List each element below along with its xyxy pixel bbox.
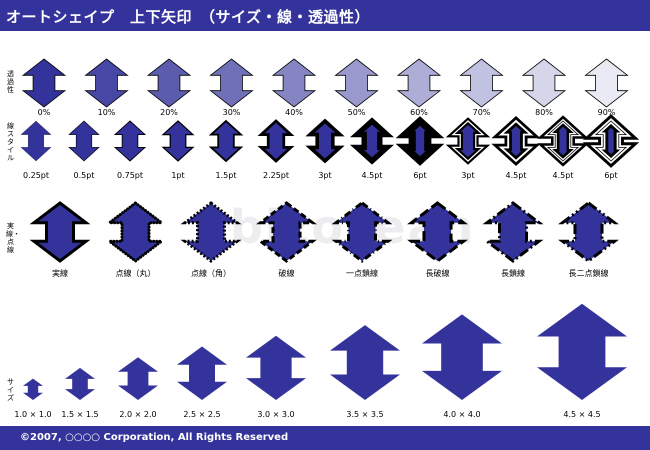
- transparency-arrow: [396, 58, 442, 108]
- transparency-arrow: [334, 58, 379, 108]
- dash-style-caption: 一点鎖線: [346, 269, 378, 278]
- transparency-caption: 30%: [222, 108, 241, 117]
- size-caption: 4.0 × 4.0: [443, 410, 481, 419]
- dash-style-arrow: [256, 201, 317, 263]
- size-arrow: [65, 367, 95, 400]
- line-style-caption: 4.5pt: [552, 171, 574, 180]
- dash-style-arrow: [29, 201, 91, 263]
- size-arrow: [177, 346, 227, 400]
- line-style-arrow-inner: [498, 119, 534, 163]
- dash-style-caption: 長鎖線: [501, 269, 525, 278]
- size-arrow: [537, 303, 627, 400]
- line-style-caption: 4.5pt: [505, 171, 527, 180]
- line-style-caption: 0.75pt: [116, 171, 144, 180]
- page-title: オートシェイプ 上下矢印 （サイズ・線・透過性）: [6, 8, 371, 26]
- line-style-arrow: [68, 120, 100, 162]
- line-style-arrow-core: [546, 120, 580, 162]
- copyright-text: ©2007, ○○○○ Corporation, All Rights Rese…: [20, 432, 289, 443]
- dash-style-caption: 破線: [278, 269, 295, 278]
- line-style-arrow: [208, 119, 244, 163]
- size-caption: 2.5 × 2.5: [183, 410, 221, 419]
- transparency-arrow: [521, 58, 567, 108]
- size-caption: 3.0 × 3.0: [257, 410, 295, 419]
- row-label-dash: 実線・点線: [6, 222, 20, 254]
- line-style-arrow: [257, 119, 295, 163]
- transparency-caption: 60%: [410, 108, 428, 117]
- size-caption: 1.0 × 1.0: [14, 410, 52, 419]
- transparency-arrow: [84, 58, 129, 108]
- transparency-arrow: [584, 58, 629, 108]
- dash-style-caption: 点線（角）: [191, 269, 231, 278]
- transparency-arrow: [21, 58, 67, 108]
- line-style-arrow: [305, 118, 345, 164]
- dash-style-caption: 長二点鎖線: [568, 269, 609, 278]
- row-label-size: サイズ: [7, 378, 14, 402]
- size-caption: 4.5 × 4.5: [563, 410, 601, 419]
- line-style-arrow: [491, 116, 541, 166]
- line-style-caption: 0.25pt: [22, 171, 50, 180]
- size-arrow: [118, 357, 158, 400]
- line-style-arrow: [161, 120, 195, 162]
- row-label-transparency: 透過性: [7, 70, 14, 94]
- dash-style-caption: 実線: [52, 269, 68, 278]
- line-style-caption: 4.5pt: [361, 171, 383, 180]
- line-style-arrow-core: [594, 120, 628, 162]
- size-caption: 2.0 × 2.0: [119, 410, 157, 419]
- dash-style-arrow: [407, 201, 468, 263]
- line-style-arrow-inner: [451, 120, 485, 162]
- line-style-arrow: [445, 117, 491, 165]
- size-arrow: [246, 335, 306, 400]
- dash-style-arrow: [180, 201, 242, 263]
- line-style-caption: 6pt: [604, 171, 618, 180]
- size-arrow: [422, 314, 502, 400]
- dash-style-arrow: [482, 201, 544, 263]
- dash-style-arrow: [331, 201, 393, 263]
- line-style-caption: 0.5pt: [73, 171, 95, 180]
- footer-bar: ©2007, ○○○○ Corporation, All Rights Rese…: [0, 426, 650, 450]
- line-style-arrow: [20, 120, 52, 162]
- line-style-arrow: [582, 114, 640, 168]
- line-style-arrow: [113, 120, 147, 162]
- line-style-arrow: [537, 115, 589, 167]
- size-caption: 3.5 × 3.5: [346, 410, 384, 419]
- transparency-caption: 0%: [37, 108, 51, 117]
- line-style-caption: 1.5pt: [215, 171, 237, 180]
- line-style-caption: 2.25pt: [262, 171, 290, 180]
- dash-style-caption: 長破線: [425, 269, 450, 278]
- transparency-arrow: [209, 58, 254, 108]
- dash-style-arrow: [558, 201, 619, 263]
- line-style-arrow: [395, 116, 445, 166]
- transparency-caption: 70%: [472, 108, 491, 117]
- dash-style-arrow: [105, 201, 166, 263]
- line-style-caption: 1pt: [171, 171, 185, 180]
- transparency-caption: 10%: [97, 108, 116, 117]
- line-style-arrow: [350, 117, 394, 165]
- transparency-caption: 50%: [347, 108, 366, 117]
- transparency-arrow: [146, 58, 192, 108]
- size-caption: 1.5 × 1.5: [61, 410, 99, 419]
- header-bar: オートシェイプ 上下矢印 （サイズ・線・透過性）: [0, 0, 650, 31]
- transparency-caption: 40%: [285, 108, 303, 117]
- line-style-caption: 3pt: [318, 171, 332, 180]
- line-style-caption: 6pt: [413, 171, 427, 180]
- size-arrow: [23, 378, 43, 400]
- transparency-arrow: [271, 58, 317, 108]
- size-arrow: [330, 325, 400, 400]
- row-label-line-style: 線スタイル: [7, 122, 14, 162]
- transparency-arrow: [459, 58, 504, 108]
- transparency-caption: 90%: [597, 108, 616, 117]
- transparency-caption: 80%: [535, 108, 553, 117]
- line-style-caption: 3pt: [461, 171, 475, 180]
- transparency-caption: 20%: [160, 108, 178, 117]
- dash-style-caption: 点線（丸）: [115, 269, 156, 278]
